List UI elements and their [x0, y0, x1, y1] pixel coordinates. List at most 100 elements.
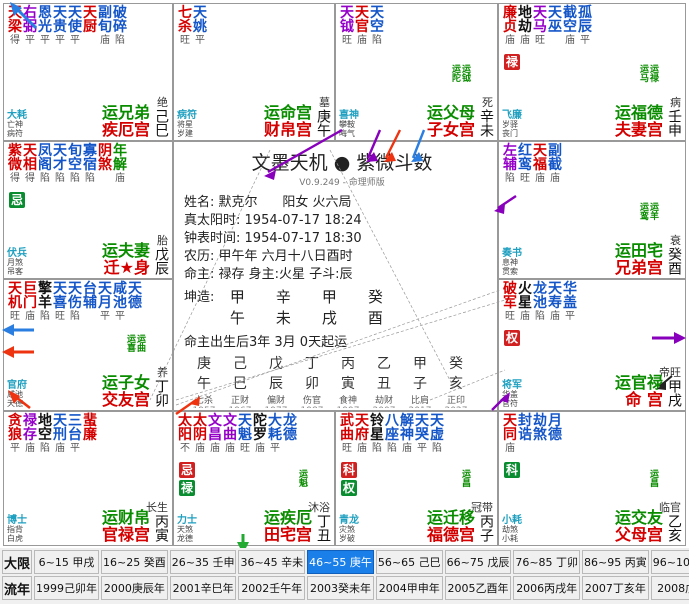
shensha-group: 青龙灾煞岁破: [339, 515, 359, 544]
yun-palace-name[interactable]: 运福德: [614, 103, 663, 122]
ben-palace-name[interactable]: 命 宫: [625, 390, 663, 409]
palace-name-block[interactable]: 运交友父母宫: [615, 509, 663, 543]
daxian-row: 大限 6~15 甲戌 16~25 癸酉 26~35 壬申 36~45 辛未 46…: [2, 550, 689, 574]
palace-name-block[interactable]: 运子女交友宫: [102, 374, 150, 408]
palace-name-block[interactable]: 运福德夫妻宫: [615, 104, 663, 138]
ben-palace-name[interactable]: 财帛宫: [263, 120, 312, 139]
palace-name-block[interactable]: 运疾厄田宅宫: [264, 509, 312, 543]
palace-cell-chen[interactable]: 紫微得天相得凤阁陷天才陷旬空陷寡宿陷阴煞 年解庙忌胎戊辰伏兵月煞吊客运夫妻迁★身: [3, 141, 173, 279]
palace-cell-mao[interactable]: 天机旺巨门庙擎羊陷天喜旺天伤陷台辅 天月平咸池平天德 运喜运曲养丁卯官府咸池天德…: [3, 279, 173, 411]
star-list: 紫微得天相得凤阁陷天才陷旬空陷寡宿陷阴煞 年解庙: [8, 144, 170, 185]
yun-palace-name[interactable]: 运交友: [614, 508, 663, 527]
yun-palace-name[interactable]: 运迁移: [426, 508, 475, 527]
shensha-group: 博士指背白虎: [7, 515, 27, 544]
daxian-cell[interactable]: 46~55 庚午: [307, 550, 374, 574]
ben-palace-name[interactable]: 福德宫: [426, 525, 475, 544]
palace-cell-wei[interactable]: 天钺旺天官庙天空陷运陀运钺死辛未喜神攀鞍晦气运父母子女宫: [335, 3, 498, 141]
star-name: 天府: [355, 413, 369, 443]
daxian-cell[interactable]: 6~15 甲戌: [34, 550, 100, 574]
star-brightness: 陷: [372, 35, 382, 46]
liunian-cell[interactable]: 2008戊子年: [650, 576, 689, 600]
palace-name-block[interactable]: 运兄弟疾厄宫: [102, 104, 150, 138]
palace-name-block[interactable]: 运夫妻迁★身: [102, 242, 150, 276]
palace-name-block[interactable]: 运命宫财帛宫: [264, 104, 312, 138]
palace-name-block[interactable]: 运财帛官禄宫: [102, 509, 150, 543]
yun-palace-name[interactable]: 运命宫: [263, 103, 312, 122]
palace-cell-yin[interactable]: 贪狼平禄存庙地空陷天刑庙三台平蜚廉 长生丙寅博士指背白虎运财帛官禄宫: [3, 411, 173, 546]
palace-name-block[interactable]: 运田宅兄弟宫: [615, 242, 663, 276]
ben-palace-name[interactable]: 夫妻宫: [614, 120, 663, 139]
star-brightness: 庙: [550, 311, 560, 322]
name-value: 默克尔: [218, 195, 258, 210]
palace-name-block[interactable]: 运迁移福德宫: [427, 509, 475, 543]
daxian-cell[interactable]: 26~35 壬申: [169, 550, 237, 574]
shensha-group: 伏兵月煞吊客: [7, 248, 27, 277]
sihua-badge: 权: [341, 480, 357, 496]
palace-cell-si[interactable]: 天梁得右弼平恩光平天贵平天使平天厨 副旬庙破碎陷绝己巳大耗亡神病符运兄弟疾厄宫: [3, 3, 173, 141]
star-name: 破军: [503, 281, 517, 311]
palace-name-block[interactable]: 运父母子女宫: [427, 104, 475, 138]
yun-palace-name[interactable]: 运兄弟: [101, 103, 150, 122]
star-brightness: 陷: [70, 173, 80, 184]
daxian-cell[interactable]: 36~45 辛未: [238, 550, 306, 574]
liunian-cell[interactable]: 2003癸未年: [307, 576, 374, 600]
daxian-cell[interactable]: 86~95 丙寅: [582, 550, 649, 574]
ben-palace-name[interactable]: 兄弟宫: [614, 258, 663, 277]
palace-cell-shen[interactable]: 廉贞庙地劫庙天马旺天巫 截空庙孤辰平禄运马运禄病壬申飞廉岁驿丧门运福德夫妻宫: [498, 3, 686, 141]
liunian-cell[interactable]: 2006丙戌年: [513, 576, 581, 600]
daxian-cell[interactable]: 66~75 戊辰: [444, 550, 512, 574]
ben-palace-name[interactable]: 官禄宫: [101, 525, 150, 544]
star-list: 贪狼平禄存庙地空陷天刑庙三台平蜚廉: [8, 414, 170, 455]
palace-cell-chou[interactable]: 太阳不太阴庙文昌庙文曲庙天魁旺陀罗庙大耗平龙德 忌禄运魁沐浴丁丑力士天煞龙德运疾…: [173, 411, 335, 546]
yun-palace-name[interactable]: 运子女: [101, 373, 150, 392]
palace-name-block[interactable]: 运官禄命 宫: [615, 374, 663, 408]
ben-palace-name[interactable]: 迁★身: [103, 258, 150, 277]
star-name: 红鸾: [518, 143, 532, 173]
liunian-cell[interactable]: 2002壬午年: [238, 576, 306, 600]
ben-palace-name[interactable]: 子女宫: [426, 120, 475, 139]
yun-palace-name[interactable]: 运疾厄: [263, 508, 312, 527]
changsheng-stage: 绝: [157, 96, 168, 109]
ming-shen-row: 命主: 禄存 身主:火星 子斗:辰: [184, 267, 353, 282]
yun-palace-name[interactable]: 运父母: [426, 103, 475, 122]
star-entry: 右弼平: [23, 6, 37, 47]
ben-palace-name[interactable]: 交友宫: [101, 390, 150, 409]
star-entry: 咸池平: [113, 282, 127, 323]
liunian-cell[interactable]: 2001辛巳年: [169, 576, 237, 600]
star-brightness: [538, 443, 541, 455]
palace-cell-hai[interactable]: 天同庙封诰 劫煞 月德 科运昌临官乙亥小耗劫煞小耗运交友父母宫: [498, 411, 686, 546]
palace-cell-you[interactable]: 左辅陷红鸾旺天福庙副截庙运鸾运羊衰癸酉奏书息神贯索运田宅兄弟宫: [498, 141, 686, 279]
star-name: 蜚廉: [83, 413, 97, 443]
yun-star-list: 运昌: [649, 471, 659, 489]
daxian-cell[interactable]: 76~85 丁卯: [513, 550, 581, 574]
liunian-cell[interactable]: 2007丁亥年: [582, 576, 649, 600]
daxian-cell[interactable]: 16~25 癸酉: [101, 550, 168, 574]
liunian-cell[interactable]: 2005乙酉年: [444, 576, 512, 600]
ben-palace-name[interactable]: 父母宫: [614, 525, 663, 544]
liunian-cell[interactable]: 2004甲申年: [375, 576, 443, 600]
ben-palace-name[interactable]: 疾厄宫: [101, 120, 150, 139]
star-entry: 旬空陷: [68, 144, 82, 185]
star-name: 天寿: [548, 281, 562, 311]
liunian-cell[interactable]: 2000庚辰年: [101, 576, 168, 600]
daxian-cell[interactable]: 96~105 丁丑: [650, 550, 689, 574]
dayun-zhi: 亥: [449, 376, 463, 392]
palace-cell-wu[interactable]: 七杀旺天姚平墓庚午病符将星岁建运命宫财帛宫: [173, 3, 335, 141]
yun-palace-name[interactable]: 运夫妻: [101, 241, 150, 260]
ben-palace-name[interactable]: 田宅宫: [263, 525, 312, 544]
palace-cell-zi[interactable]: 武曲旺天府庙铃星陷八座陷解神庙天哭平天虚陷科权运昌冠带丙子青龙灾煞岁破运迁移福德…: [335, 411, 498, 546]
star-brightness: 平: [195, 35, 205, 46]
liunian-cell[interactable]: 1999己卯年: [34, 576, 100, 600]
shensha-list: 喜神攀鞍晦气: [339, 111, 360, 139]
yun-palace-name[interactable]: 运官禄: [614, 373, 663, 392]
star-brightness: 庙: [55, 443, 65, 454]
luck-table: 大限 6~15 甲戌 16~25 癸酉 26~35 壬申 36~45 辛未 46…: [0, 548, 689, 602]
yun-palace-name[interactable]: 运田宅: [614, 241, 663, 260]
palace-cell-xu[interactable]: 破军旺火星庙龙池陷天寿庙华盖平权帝旺甲戌将军华盖官符运官禄命 宫: [498, 279, 686, 411]
star-name: 阴煞: [98, 143, 112, 173]
star-entry: 铃星陷: [370, 414, 384, 455]
star-entry: 天同庙: [503, 414, 517, 455]
yun-palace-name[interactable]: 运财帛: [101, 508, 150, 527]
true-solar-value: 1954-07-17 18:24: [244, 213, 362, 228]
daxian-cell[interactable]: 56~65 己巳: [375, 550, 443, 574]
